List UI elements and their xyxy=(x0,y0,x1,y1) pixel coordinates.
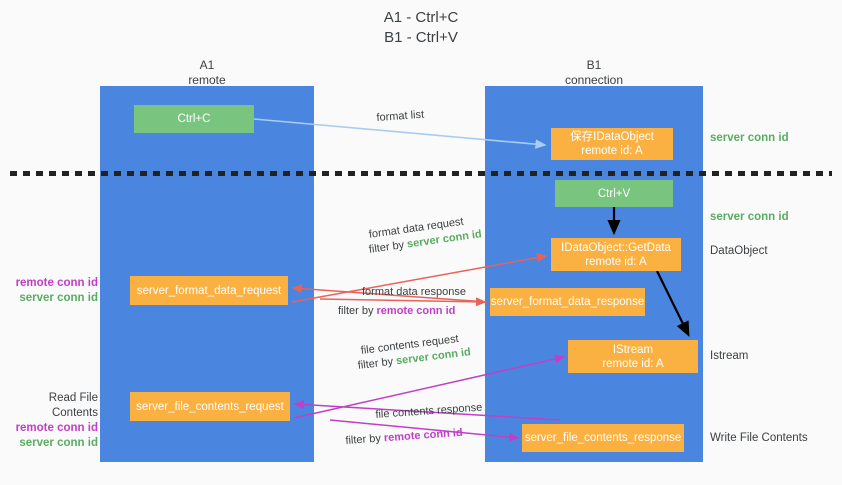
node-idataobject-getdata[interactable]: IDataObject::GetData remote id: A xyxy=(551,238,681,271)
edge-label-format-data-response: format data response xyxy=(362,286,466,298)
label-left-conn-ids-2: Read File Contents remote conn id server… xyxy=(10,391,98,451)
label-remote-conn-id-1: remote conn id xyxy=(15,277,98,289)
label-server-conn-id-1: server conn id xyxy=(19,292,98,304)
filter-prefix-2: filter by xyxy=(338,305,377,317)
label-server-conn-id-top: server conn id xyxy=(710,132,789,144)
filter-value-remote-conn-id-2: remote conn id xyxy=(383,426,463,445)
label-server-conn-id-mid: server conn id xyxy=(710,211,789,223)
label-istream: Istream xyxy=(710,350,749,362)
edge-label-file-contents-response-filter: filter by remote conn id xyxy=(345,426,463,449)
label-write-file-contents: Write File Contents xyxy=(710,432,808,444)
label-read-file-contents: Read File Contents xyxy=(48,392,98,419)
node-ctrl-c[interactable]: Ctrl+C xyxy=(134,105,254,133)
page-title: A1 - Ctrl+C B1 - Ctrl+V xyxy=(383,9,459,46)
filter-prefix-4: filter by xyxy=(345,432,385,447)
dashed-separator-line xyxy=(10,171,832,176)
node-ctrl-v[interactable]: Ctrl+V xyxy=(555,180,673,207)
node-server-file-contents-request[interactable]: server_file_contents_request xyxy=(130,392,290,421)
label-left-conn-ids-1: remote conn id server conn id xyxy=(10,276,98,306)
label-server-conn-id-2: server conn id xyxy=(19,437,98,449)
column-header-a1: A1 remote xyxy=(188,58,226,87)
filter-prefix-3: filter by xyxy=(357,355,397,372)
edge-label-file-contents-response: file contents response xyxy=(375,401,483,421)
column-header-b1: B1 connection xyxy=(564,58,624,87)
node-save-idataobject[interactable]: 保存IDataObject remote id: A xyxy=(551,128,673,160)
node-server-format-data-response[interactable]: server_format_data_response xyxy=(490,288,645,316)
label-dataobject: DataObject xyxy=(710,245,768,257)
node-server-file-contents-response[interactable]: server_file_contents_response xyxy=(522,424,684,452)
node-server-format-data-request[interactable]: server_format_data_request xyxy=(130,276,288,305)
node-istream[interactable]: IStream remote id: A xyxy=(568,340,698,373)
filter-value-remote-conn-id-1: remote conn id xyxy=(376,305,456,317)
label-remote-conn-id-2: remote conn id xyxy=(15,422,98,434)
edge-label-format-list: format list xyxy=(376,108,425,124)
edge-label-format-data-response-filter: filter by remote conn id xyxy=(338,304,455,319)
filter-prefix-1: filter by xyxy=(368,238,408,256)
